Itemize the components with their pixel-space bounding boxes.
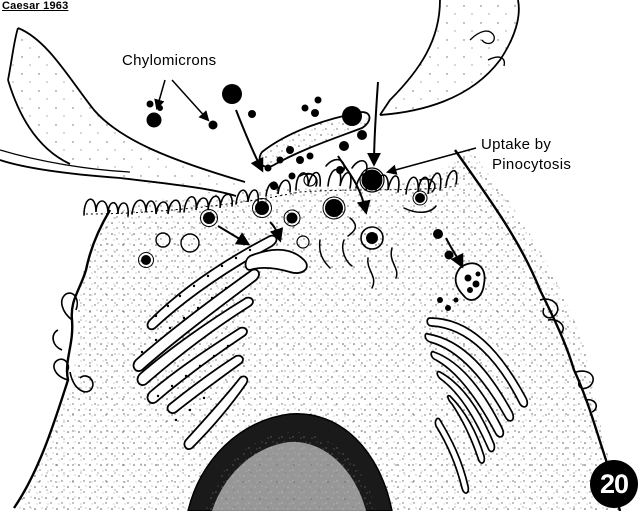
figure-number-badge: 20 <box>590 460 638 508</box>
label-chylomicrons: Chylomicrons <box>122 52 216 69</box>
figure-credit: Caesar 1963 <box>2 0 68 12</box>
label-pinocytosis: Pinocytosis <box>492 156 571 173</box>
label-uptake-by: Uptake by <box>481 136 551 153</box>
